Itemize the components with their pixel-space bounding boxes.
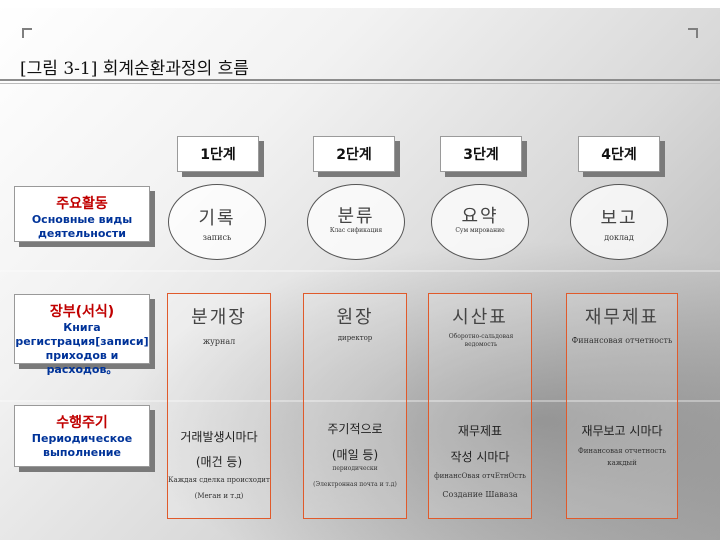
- activity-label: 보고: [600, 208, 638, 229]
- category-subtitle: Книга: [63, 321, 101, 334]
- activity-circle-1: [168, 184, 266, 260]
- book-translation: Финансовая отчетность: [571, 336, 673, 345]
- book-translation: директор: [337, 334, 373, 342]
- category-subtitle: Периодическое: [31, 432, 133, 445]
- category-cycle: 수행주기 Периодическое выполнение: [14, 405, 150, 467]
- category-subtitle: деятельности: [37, 227, 127, 240]
- cycle-label: 재무제표: [457, 424, 503, 438]
- background-shade: [120, 240, 720, 540]
- category-title: 주요활동: [56, 196, 108, 212]
- book-label: 원장: [336, 307, 374, 328]
- category-subtitle: Основные виды: [31, 213, 133, 226]
- activity-translation: Клас сификация: [329, 227, 383, 234]
- stage-1-header: 1단계: [177, 136, 259, 172]
- corner-mark-left: [22, 28, 32, 38]
- book-label: 분개장: [191, 307, 247, 328]
- slide-top-frame: [0, 0, 720, 8]
- stage-3-header: 3단계: [440, 136, 522, 172]
- category-title: 수행주기: [56, 415, 108, 431]
- corner-mark-right: [688, 28, 698, 38]
- activity-label: 기록: [198, 208, 236, 229]
- book-label: 시산표: [452, 307, 508, 328]
- activity-label: 요약: [461, 206, 499, 227]
- cycle-translation: Каждая сделка происходит: [168, 476, 270, 484]
- cycle-label-detail: 작성 시마다: [450, 450, 510, 464]
- activity-translation: доклад: [604, 233, 634, 242]
- stage-4-column: [566, 293, 678, 519]
- stage-4-header: 4단계: [578, 136, 660, 172]
- activity-circle-2: [307, 184, 405, 260]
- category-books: 장부(서식) Книга регистрация[записи] приходо…: [14, 294, 150, 376]
- book-translation: журнал: [202, 337, 236, 346]
- stage-1-column: [167, 293, 271, 519]
- category-title: 장부(서식): [49, 304, 115, 320]
- cycle-translation: каждый: [607, 459, 637, 467]
- stage-2-header: 2단계: [313, 136, 395, 172]
- cycle-translation: финансОвая отчЕтнОсть: [434, 472, 526, 480]
- cycle-translation: Финансовая отчетность: [577, 447, 667, 455]
- cycle-label: 거래발생시마다: [180, 430, 258, 444]
- stage-3-column: [428, 293, 532, 519]
- slide-title: [그림 3-1] 회계순환과정의 흐름: [20, 59, 249, 79]
- title-divider-thin: [0, 83, 720, 84]
- category-subtitle: приходов и расходов。: [45, 349, 119, 376]
- cycle-translation: (Меган и т.д): [194, 492, 244, 500]
- book-label: 재무제표: [584, 307, 660, 328]
- activity-circle-4: [570, 184, 668, 260]
- cycle-label: 주기적으로: [327, 422, 383, 436]
- background-stripe: [0, 400, 720, 402]
- cycle-label-detail: (매건 등): [195, 455, 243, 469]
- activity-translation: Сум мирование: [455, 227, 505, 234]
- title-divider: [0, 79, 720, 81]
- activity-circle-3: [431, 184, 529, 260]
- category-main-activities: 주요활동 Основные виды деятельности: [14, 186, 150, 242]
- category-subtitle: выполнение: [43, 446, 121, 459]
- activity-label: 분류: [337, 206, 375, 227]
- book-translation: Оборотно-сальдовая ведомость: [448, 333, 514, 348]
- cycle-translation: периодически: [332, 465, 378, 472]
- background-stripe: [0, 270, 720, 272]
- cycle-label-detail: (매일 등): [331, 448, 379, 462]
- cycle-translation: Создание Шаваза: [442, 490, 518, 499]
- cycle-label: 재무보고 시마다: [581, 424, 663, 438]
- cycle-translation: (Электронная почта и т.д): [313, 481, 397, 488]
- category-subtitle: регистрация[записи]: [15, 335, 149, 348]
- stage-2-column: [303, 293, 407, 519]
- activity-translation: запись: [202, 233, 232, 242]
